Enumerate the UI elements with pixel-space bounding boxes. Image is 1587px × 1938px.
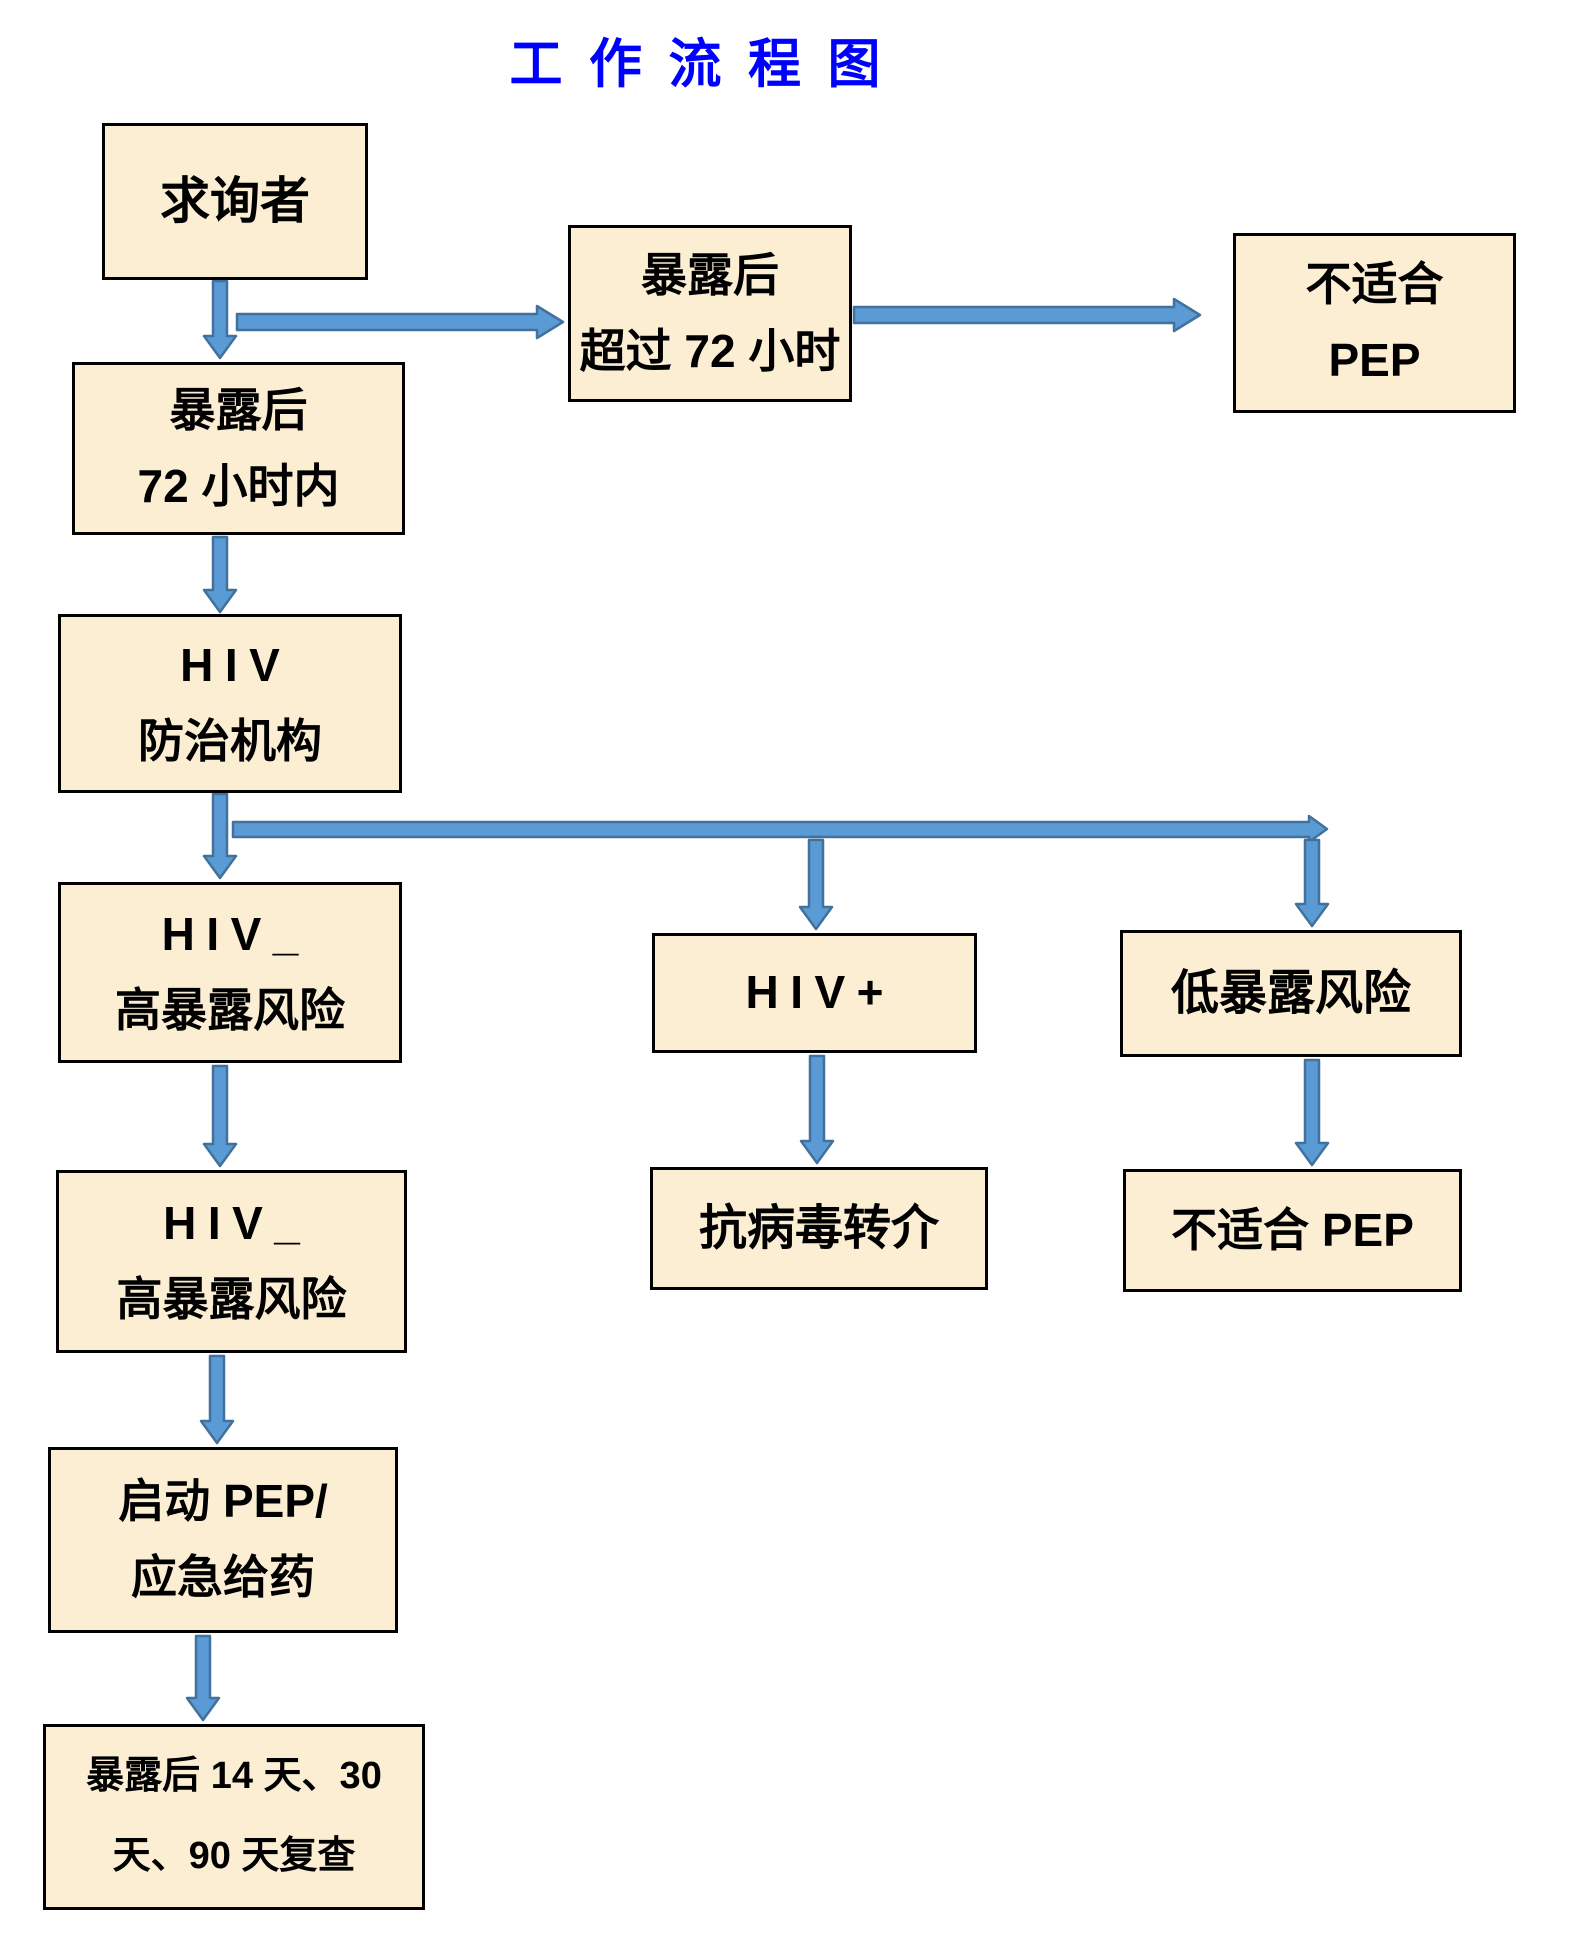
node-low-risk: 低暴露风险 (1120, 930, 1462, 1057)
arrow-hiv-agency-branch-bar (231, 814, 1329, 844)
node-arv-referral-label: 抗病毒转介 (698, 1201, 939, 1255)
node-over-72h-line2: 超过 72 小时 (579, 324, 841, 377)
arrow-low-risk-to-unsuitable-pep (1294, 1058, 1330, 1167)
node-within-72h-line1: 暴露后 (169, 383, 308, 436)
arrow-branch-to-hiv-pos (798, 838, 834, 931)
node-hiv-agency: HIV 防治机构 (58, 614, 402, 793)
node-followup: 暴露后 14 天、30 天、90 天复查 (43, 1724, 425, 1910)
node-hiv-pos: HIV+ (652, 933, 977, 1053)
arrow-over72h-to-unsuitable-pep (852, 297, 1202, 333)
node-over-72h: 暴露后 超过 72 小时 (568, 225, 852, 402)
node-start-pep-line1: 启动 PEP/ (118, 1475, 328, 1528)
arrow-start-pep-to-followup (185, 1634, 221, 1722)
node-hiv-pos-label: HIV+ (745, 966, 896, 1019)
node-unsuitable-pep-top-line2: PEP (1328, 334, 1421, 386)
node-hiv-neg-high-risk-1: HIV_ 高暴露风险 (58, 882, 402, 1063)
node-hiv-neg-high-risk-2-line2: 高暴露风险 (116, 1272, 347, 1325)
node-unsuitable-pep-top-line1: 不适合 (1305, 258, 1444, 311)
page-title: 工作流程图 (509, 35, 907, 94)
node-unsuitable-pep-right-label: 不适合 PEP (1171, 1203, 1414, 1256)
node-consulter-label: 求询者 (160, 173, 310, 230)
node-hiv-neg-high-risk-2: HIV_ 高暴露风险 (56, 1170, 407, 1353)
arrow-within72h-to-hiv-agency (202, 535, 238, 614)
node-over-72h-line1: 暴露后 (641, 248, 779, 301)
arrow-consulter-to-within72h (202, 279, 238, 360)
node-hiv-agency-line2: 防治机构 (138, 714, 322, 767)
node-hiv-agency-line1: HIV (180, 638, 292, 691)
node-arv-referral: 抗病毒转介 (650, 1167, 988, 1290)
arrow-branch-to-low-risk (1294, 838, 1330, 928)
arrow-hiv-agency-to-hiv-neg-high-risk (202, 792, 238, 880)
node-followup-line1: 暴露后 14 天、30 (86, 1755, 382, 1798)
node-unsuitable-pep-right: 不适合 PEP (1123, 1169, 1462, 1292)
node-unsuitable-pep-top: 不适合 PEP (1233, 233, 1516, 413)
node-hiv-neg-high-risk-1-line1: HIV_ (161, 907, 310, 960)
arrow-consulter-to-over72h (235, 304, 565, 340)
arrow-hiv-neg-2-to-start-pep (199, 1354, 235, 1445)
node-low-risk-label: 低暴露风险 (1170, 966, 1411, 1020)
node-hiv-neg-high-risk-2-line1: HIV_ (163, 1196, 312, 1249)
node-start-pep: 启动 PEP/ 应急给药 (48, 1447, 398, 1633)
node-followup-line2: 天、90 天复查 (112, 1835, 356, 1877)
arrow-hiv-pos-to-arv-referral (799, 1054, 835, 1165)
node-consulter: 求询者 (102, 123, 368, 280)
node-hiv-neg-high-risk-1-line2: 高暴露风险 (115, 983, 345, 1036)
node-within-72h: 暴露后 72 小时内 (72, 362, 405, 535)
node-within-72h-line2: 72 小时内 (137, 459, 340, 512)
arrow-hiv-neg-1-to-hiv-neg-2 (202, 1064, 238, 1168)
node-start-pep-line2: 应急给药 (131, 1551, 315, 1603)
